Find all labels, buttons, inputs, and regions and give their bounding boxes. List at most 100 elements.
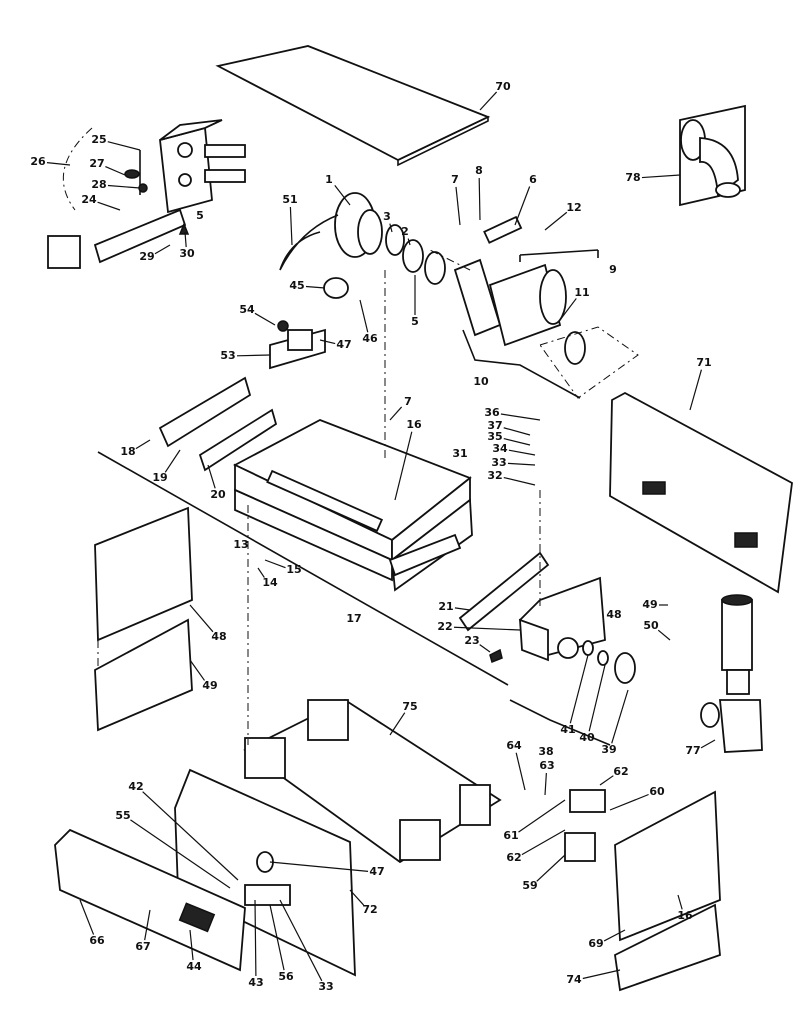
part-label-62: 62: [506, 851, 521, 864]
leader-line-30: [184, 231, 187, 248]
part-label-13: 13: [233, 538, 248, 551]
part-label-32: 32: [487, 469, 502, 482]
part-label-30: 30: [179, 247, 195, 260]
part-label-62: 62: [613, 765, 628, 778]
top-panel-70: [215, 45, 491, 162]
part-label-63: 63: [539, 759, 554, 772]
leader-line-1: [334, 184, 351, 206]
part-label-36: 36: [484, 406, 500, 419]
part-label-77: 77: [685, 744, 700, 757]
part-label-78: 78: [625, 171, 640, 184]
part-label-42: 42: [128, 780, 143, 793]
leader-line-33: [279, 899, 323, 982]
part-label-12: 12: [566, 201, 581, 214]
leader-line-27: [105, 166, 126, 176]
part-label-24: 24: [81, 193, 97, 206]
part-label-41: 41: [560, 723, 575, 736]
part-label-9: 9: [609, 263, 617, 276]
rail-17: [97, 451, 509, 686]
leader-line-41: [569, 654, 589, 724]
leader-line-34: [508, 449, 536, 456]
part-label-35: 35: [487, 430, 502, 443]
part-label-66: 66: [89, 934, 105, 947]
leader-line-26: [46, 162, 71, 166]
leader-line-45: [305, 285, 326, 289]
leader-line-20: [207, 464, 216, 489]
part-label-46: 46: [362, 332, 378, 345]
leader-line-15: [264, 559, 286, 569]
side-panel-48: [94, 506, 193, 642]
part-label-18: 18: [120, 445, 135, 458]
switch-59: [564, 832, 596, 862]
part-label-49: 49: [202, 679, 217, 692]
transformer-53: [269, 320, 326, 370]
leader-line-71: [689, 369, 703, 411]
leader-line-59: [536, 854, 566, 882]
leader-line-44: [189, 929, 194, 961]
leader-line-47: [269, 861, 369, 872]
leader-line-29: [154, 244, 171, 255]
part-label-51: 51: [282, 193, 297, 206]
leader-line-49: [189, 659, 206, 681]
part-label-47: 47: [336, 338, 351, 351]
part-label-27: 27: [89, 157, 104, 170]
leader-line-55: [130, 819, 231, 889]
leader-line-47: [319, 339, 336, 345]
leader-line-16: [394, 431, 413, 501]
leader-line-12: [544, 211, 568, 231]
leader-line-69: [603, 929, 626, 942]
leader-line-62: [599, 775, 614, 786]
gasket-20: [198, 408, 278, 472]
leader-line-21: [454, 607, 471, 611]
leader-line-22: [453, 626, 521, 631]
leader-line-2: [407, 238, 411, 246]
leader-line-63: [544, 772, 547, 796]
leader-line-48: [189, 604, 214, 633]
leader-line-16: [677, 894, 683, 910]
leader-line-24: [97, 201, 121, 211]
part-label-2: 2: [401, 225, 409, 238]
rear-panel-69: [614, 790, 721, 942]
part-label-21: 21: [438, 600, 453, 613]
leader-line-67: [144, 909, 151, 941]
leader-line-18: [135, 439, 151, 450]
gasket-19: [158, 376, 252, 448]
leader-line-14: [257, 567, 265, 578]
part-label-45: 45: [289, 279, 304, 292]
part-label-61: 61: [503, 829, 518, 842]
part-label-14: 14: [262, 576, 278, 589]
leader-line-7: [389, 406, 403, 421]
part-label-22: 22: [437, 620, 452, 633]
burner-assembly-22: [489, 576, 636, 684]
part-label-55: 55: [115, 809, 130, 822]
part-label-43: 43: [248, 976, 263, 989]
part-label-71: 71: [696, 356, 711, 369]
rear-panel-74: [614, 903, 721, 992]
part-label-33: 33: [318, 980, 333, 993]
part-label-44: 44: [186, 960, 202, 973]
leader-line-6: [514, 186, 531, 226]
part-label-48: 48: [211, 630, 226, 643]
part-label-3: 3: [383, 210, 391, 223]
top-panel-edge: [397, 115, 489, 167]
part-label-7: 7: [404, 395, 412, 408]
part-label-33: 33: [491, 456, 506, 469]
side-panel-71: [609, 391, 793, 594]
front-trim-66: [54, 828, 246, 972]
side-panel-49: [94, 618, 193, 732]
leader-line-11: [559, 298, 577, 321]
leader-line-3: [389, 223, 393, 233]
leader-line-35: [503, 437, 531, 446]
part-label-20: 20: [210, 488, 226, 501]
part-label-70: 70: [495, 80, 511, 93]
part-label-60: 60: [649, 785, 665, 798]
part-label-67: 67: [135, 940, 150, 953]
part-label-19: 19: [152, 471, 167, 484]
part-label-26: 26: [30, 155, 46, 168]
leader-line-50: [657, 629, 671, 641]
vent-elbow-78: [679, 104, 746, 207]
part-label-16: 16: [406, 418, 422, 431]
part-label-54: 54: [239, 303, 255, 316]
part-label-7: 7: [451, 173, 459, 186]
leader-line-70: [479, 91, 498, 111]
